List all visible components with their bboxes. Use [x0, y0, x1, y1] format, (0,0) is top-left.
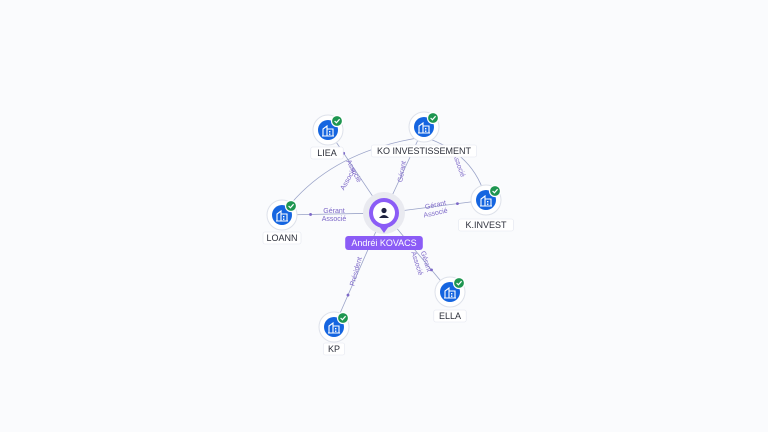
building-window — [425, 130, 427, 132]
company-node-k-invest[interactable]: K.INVEST — [458, 184, 514, 232]
company-node-kp[interactable]: KP — [318, 311, 350, 356]
person-node[interactable]: Andréi KOVACS — [345, 192, 423, 250]
edge-arrow-marker — [430, 268, 433, 272]
edge-role-label: Gérant — [323, 208, 344, 215]
building-window — [329, 133, 331, 135]
label-background — [310, 146, 344, 160]
building-glyph — [322, 124, 334, 137]
edge-role-label: Associé — [423, 208, 449, 220]
label-background — [433, 309, 467, 323]
edge-role-label: Gérant — [424, 200, 446, 211]
building-window — [283, 218, 285, 220]
verified-check-icon — [284, 199, 298, 213]
building-window — [425, 128, 427, 130]
label-background — [262, 231, 302, 245]
check-glyph — [288, 203, 295, 209]
company-node-ko-investissement[interactable]: KO INVESTISSEMENT — [371, 111, 477, 158]
label-background — [458, 218, 514, 232]
verified-check-icon — [426, 111, 440, 125]
company-name-label: KP — [328, 344, 340, 354]
company-node-liea[interactable]: LIEA — [310, 114, 344, 160]
building-glyph — [480, 194, 492, 207]
building-window — [329, 131, 331, 133]
verified-check-icon — [330, 114, 344, 128]
company-node-ella[interactable]: ELLA — [433, 276, 467, 323]
person-name-label: Andréi KOVACS — [351, 238, 416, 248]
check-glyph — [492, 188, 499, 194]
edge-arrow-marker — [456, 202, 459, 206]
edge-role-label: Associé — [322, 216, 347, 223]
label-background — [371, 144, 477, 158]
building-glyph — [276, 209, 288, 222]
company-name-label: ELLA — [439, 311, 461, 321]
nodes-layer: LIEA KO INVESTISSEMENT K.INVEST LOANN ELLA KP… — [262, 111, 514, 356]
company-name-label: LIEA — [317, 148, 337, 158]
building-window — [283, 216, 285, 218]
company-name-label: K.INVEST — [465, 220, 507, 230]
company-name-label: LOANN — [266, 233, 297, 243]
check-glyph — [334, 118, 341, 124]
building-window — [451, 293, 453, 295]
verified-check-icon — [452, 276, 466, 290]
company-node-loann[interactable]: LOANN — [262, 199, 302, 245]
label-background — [323, 342, 345, 356]
edge-line — [281, 136, 425, 216]
building-glyph — [328, 321, 340, 334]
check-glyph — [340, 315, 347, 321]
verified-check-icon — [488, 184, 502, 198]
edge-role-label: Président — [349, 256, 363, 286]
person-icon — [381, 207, 387, 214]
building-window — [487, 203, 489, 205]
person-icon-body — [379, 215, 389, 218]
check-glyph — [430, 115, 437, 121]
edge-arrow-marker — [309, 213, 312, 216]
building-window — [335, 328, 337, 330]
building-glyph — [418, 121, 430, 134]
edge-role-label: Gérant — [397, 161, 408, 183]
building-window — [335, 330, 337, 332]
check-glyph — [456, 280, 463, 286]
edge-arrow-marker — [346, 293, 350, 297]
person-label-background — [345, 236, 423, 250]
building-window — [487, 201, 489, 203]
company-name-label: KO INVESTISSEMENT — [377, 146, 472, 156]
verified-check-icon — [336, 311, 350, 325]
building-window — [451, 295, 453, 297]
building-glyph — [444, 286, 456, 299]
